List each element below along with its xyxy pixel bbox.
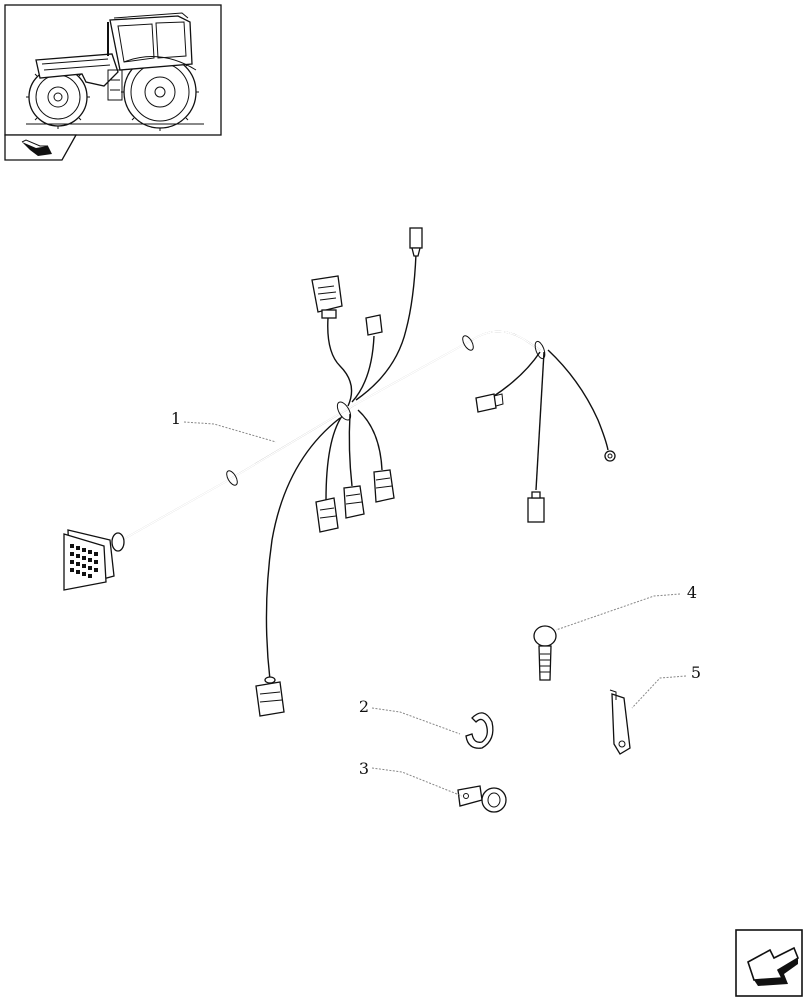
part-clip-ring [465, 712, 494, 749]
right-terminal-block [527, 491, 545, 523]
hanging-connector-a [315, 497, 339, 533]
callout-5-leader [631, 675, 687, 709]
part-ground-strap [609, 689, 631, 755]
hanging-connector-b [343, 485, 365, 519]
part-p-clamp [457, 785, 507, 813]
callout-3: 3 [359, 759, 369, 778]
callout-4-leader [555, 593, 681, 631]
flat-terminal-connector [365, 314, 383, 336]
top-4pin-connector [311, 275, 343, 319]
ring-terminal [604, 450, 616, 462]
callout-1: 1 [171, 409, 181, 428]
callout-4: 4 [687, 583, 697, 602]
part-bolt [533, 625, 557, 681]
right-flat-plug [475, 393, 504, 413]
callout-1-leader [183, 421, 277, 443]
tractor-thumbnail-icon[interactable] [4, 4, 222, 136]
hanging-connector-c [373, 469, 395, 503]
main-multipin-connector [63, 529, 125, 591]
callout-3-leader [371, 767, 463, 797]
callout-2: 2 [359, 697, 369, 716]
callout-2-leader [371, 707, 461, 735]
next-page-arrow-icon[interactable] [735, 929, 803, 997]
section-marker-icon[interactable] [4, 134, 78, 161]
top-terminal-connector [409, 227, 423, 257]
bottom-connector [255, 676, 285, 717]
wiring-harness [63, 227, 616, 717]
callout-5: 5 [691, 663, 701, 682]
callouts: 1 2 3 4 5 [171, 409, 701, 797]
